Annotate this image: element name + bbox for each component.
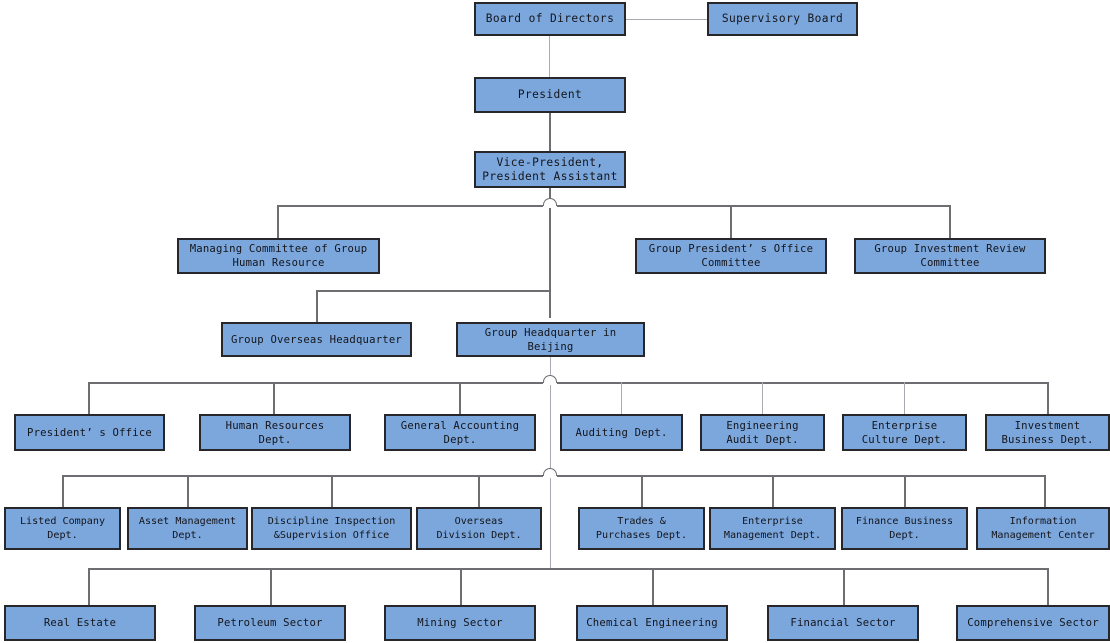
node-auditing-dept[interactable]: Auditing Dept.: [560, 414, 683, 451]
connector-drop-overseas-division: [478, 475, 480, 507]
connector-beijing-hq-down: [550, 357, 552, 383]
connector-drop-petroleum-sector: [270, 568, 272, 605]
connector-drop-auditing: [621, 382, 623, 414]
connector-drop-trades-purchases: [641, 475, 643, 507]
node-trades-purchases-dept[interactable]: Trades & Purchases Dept.: [578, 507, 705, 550]
node-enterprise-culture-dept[interactable]: Enterprise Culture Dept.: [842, 414, 967, 451]
connector-drop-chemical-engineering: [652, 568, 654, 605]
node-board-of-directors[interactable]: Board of Directors: [474, 2, 626, 36]
node-group-investment-review-committee[interactable]: Group Investment Review Committee: [854, 238, 1046, 274]
node-investment-business-dept[interactable]: Investment Business Dept.: [985, 414, 1110, 451]
node-listed-company-dept[interactable]: Listed Company Dept.: [4, 507, 121, 550]
node-financial-sector[interactable]: Financial Sector: [767, 605, 919, 641]
connector-board-to-supervisory: [626, 19, 708, 21]
line-hop-dept-row2-bus: [543, 468, 557, 476]
connector-drop-investment-review-committee: [949, 205, 951, 238]
node-overseas-division-dept[interactable]: Overseas Division Dept.: [416, 507, 542, 550]
connector-drop-president-office-committee: [730, 205, 732, 238]
connector-vp-down: [549, 188, 551, 205]
connector-drop-enterprise-culture: [904, 382, 906, 414]
node-engineering-audit-dept[interactable]: Engineering Audit Dept.: [700, 414, 825, 451]
connector-drop-overseas-headquarter: [316, 290, 318, 322]
connector-drop-engineering-audit: [762, 382, 764, 414]
connector-drop-presidents-office: [88, 382, 90, 414]
node-vice-president[interactable]: Vice-President, President Assistant: [474, 151, 626, 188]
node-group-overseas-headquarter[interactable]: Group Overseas Headquarter: [221, 322, 412, 357]
node-president[interactable]: President: [474, 77, 626, 113]
connector-drop-financial-sector: [843, 568, 845, 605]
node-chemical-engineering[interactable]: Chemical Engineering: [576, 605, 728, 641]
connector-sector-bus: [88, 568, 1048, 570]
node-finance-business-dept[interactable]: Finance Business Dept.: [841, 507, 968, 550]
connector-drop-finance-business: [904, 475, 906, 507]
node-real-estate[interactable]: Real Estate: [4, 605, 156, 641]
node-petroleum-sector[interactable]: Petroleum Sector: [194, 605, 346, 641]
node-comprehensive-sector[interactable]: Comprehensive Sector: [956, 605, 1110, 641]
connector-drop-mining-sector: [460, 568, 462, 605]
connector-drop-information-management: [1044, 475, 1046, 507]
node-discipline-inspection-office[interactable]: Discipline Inspection &Supervision Offic…: [251, 507, 412, 550]
node-presidents-office[interactable]: President’ s Office: [14, 414, 165, 451]
connector-drop-real-estate: [88, 568, 90, 605]
connector-drop-managing-committee: [277, 205, 279, 238]
node-group-president-office-committee[interactable]: Group President’ s Office Committee: [635, 238, 827, 274]
connector-dept-row1-bus: [88, 382, 1048, 384]
line-hop-committee-bus: [543, 198, 557, 206]
node-managing-committee-hr[interactable]: Managing Committee of Group Human Resour…: [177, 238, 380, 274]
connector-board-to-president: [549, 36, 551, 77]
connector-president-to-vp: [549, 113, 551, 151]
connector-committee-bus: [277, 205, 950, 207]
node-group-headquarter-beijing[interactable]: Group Headquarter in Beijing: [456, 322, 645, 357]
connector-drop-discipline-inspection: [331, 475, 333, 507]
node-human-resources-dept[interactable]: Human Resources Dept.: [199, 414, 351, 451]
connector-spine-vp-to-hq: [549, 205, 551, 318]
node-enterprise-management-dept[interactable]: Enterprise Management Dept.: [709, 507, 836, 550]
connector-drop-enterprise-management: [772, 475, 774, 507]
connector-drop-human-resources: [273, 382, 275, 414]
connector-drop-asset-management: [187, 475, 189, 507]
connector-headquarter-bus: [316, 290, 550, 292]
connector-spine-through-dept1: [550, 382, 552, 475]
node-mining-sector[interactable]: Mining Sector: [384, 605, 536, 641]
node-information-management-center[interactable]: Information Management Center: [976, 507, 1110, 550]
connector-drop-investment-business: [1047, 382, 1049, 414]
connector-drop-comprehensive-sector: [1047, 568, 1049, 605]
connector-drop-general-accounting: [459, 382, 461, 414]
node-supervisory-board[interactable]: Supervisory Board: [707, 2, 858, 36]
node-general-accounting-dept[interactable]: General Accounting Dept.: [384, 414, 536, 451]
line-hop-dept-row1-bus: [543, 375, 557, 383]
node-asset-management-dept[interactable]: Asset Management Dept.: [127, 507, 248, 550]
connector-spine-through-dept2: [550, 475, 552, 568]
connector-drop-listed-company: [62, 475, 64, 507]
